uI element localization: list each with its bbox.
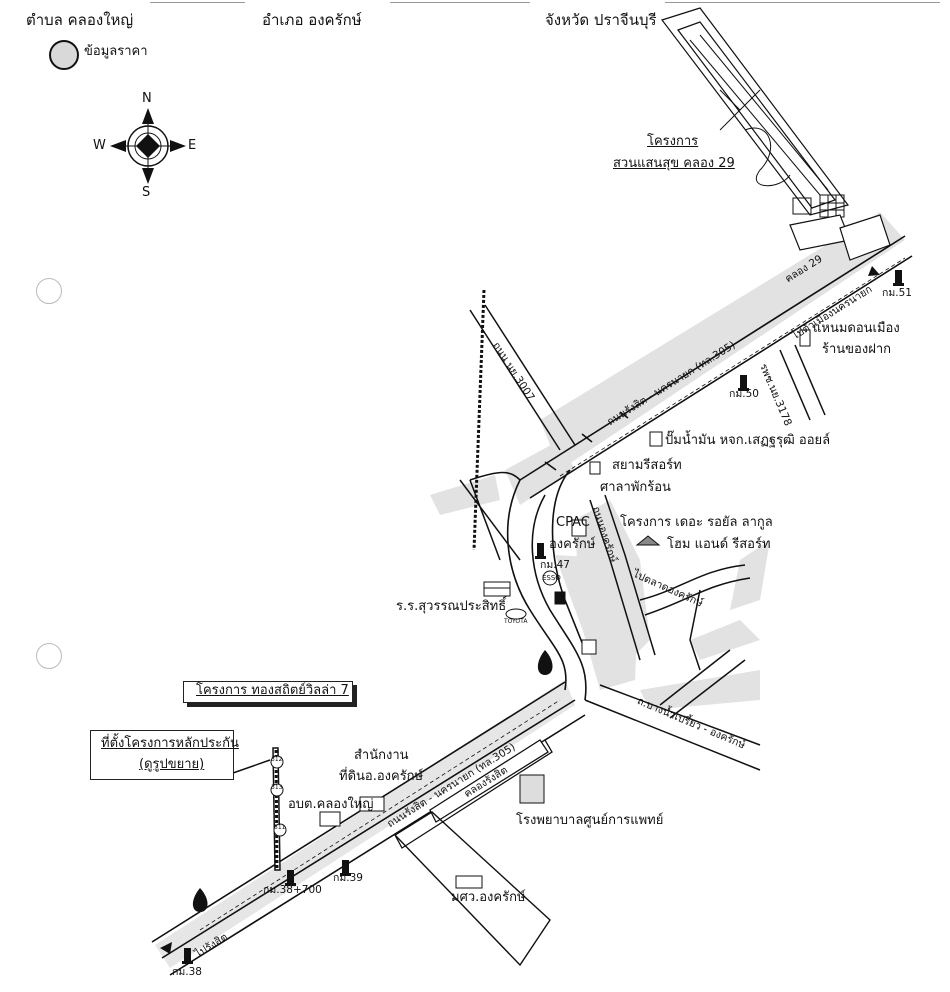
label-swu: มศว.องครักษ์ [451,890,526,905]
label-collateral-line1: ที่ตั้งโครงการหลักประกัน [101,736,239,751]
road-305-upper [519,235,913,499]
label-esso: ESSO [542,574,561,582]
label-hanmadon-line2: ร้านของฝาก [822,342,891,357]
label-cpac: CPAC [556,515,590,530]
route-shields [270,755,287,837]
label-land-office-line1: สำนักงาน [354,748,409,763]
compass-rose-icon [110,108,186,184]
label-collateral-line2: (ดูรูปขยาย) [139,757,205,772]
collateral-box: ที่ตั้งโครงการหลักประกัน (ดูรูปขยาย) [90,730,239,780]
label-obt: อบต.คลองใหญ่ [288,797,374,812]
header-rule-2 [390,2,530,3]
label-km38-700: กม.38+700 [263,884,322,896]
km-markers [182,270,904,964]
building-icons [319,329,811,889]
label-km50: กม.50 [729,388,759,400]
punch-hole-top [36,278,62,304]
label-shield-312: 312 [271,756,283,763]
label-ongkharak-town: องครักษ์ [549,537,596,552]
compass-e: E [188,138,197,153]
highway-band [155,680,575,968]
label-land-office-line2: ที่ดินอ.องครักษ์ [339,769,424,784]
label-km47: กม.47 [540,559,570,571]
label-sala: ศาลาพักร้อน [600,480,671,495]
compass-n: N [142,91,152,106]
compass-s: S [142,185,151,200]
project-suan-plan [661,7,891,261]
label-royal-lagoon-line2: โฮม แอนด์ รีสอร์ท [667,537,771,552]
label-km38: กม.38 [172,966,202,978]
label-project-suan-line2: สวนแสนสุข คลอง 29 [613,156,735,171]
road-bangnamprieo [584,649,761,771]
ptt-flame-icons [192,650,553,912]
header-province: จังหวัด ปราจีนบุรี [545,11,657,29]
label-hospital: โรงพยาบาลศูนย์การแพทย์ [516,813,664,828]
header-tambon: ตำบล คลองใหญ่ [26,11,134,29]
label-school: ร.ร.สุวรรณประสิทธิ์ [396,599,507,614]
label-shield-313: 313 [271,784,283,791]
punch-hole-bottom [36,643,62,669]
road-ryc3178 [779,344,826,421]
legend-swatch [49,40,79,70]
canal-areas [430,212,905,710]
label-gas-station: ปั๊มน้ำมัน หจก.เสฏฐรุฒิ ออยล์ [665,433,831,448]
swu-campus [393,811,551,967]
label-shield-311: 311 [274,824,286,831]
header-amphoe: อำเภอ องครักษ์ [262,11,362,29]
header-rule-3 [665,2,940,3]
label-project-tongsathit: โครงการ ทองสถิตย์วิลล่า 7 [196,683,349,698]
project-tongsathit-box: โครงการ ทองสถิตย์วิลล่า 7 [183,681,353,703]
header-rule-1 [150,2,245,3]
direction-arrows [160,266,880,954]
legend-label: ข้อมูลราคา [84,44,148,59]
khlong-rangsit [394,739,553,849]
label-toyota: TOYOTA [504,618,528,625]
label-project-suan-line1: โครงการ [647,134,699,149]
compass-w: W [93,138,106,153]
road-ny3007 [459,304,576,561]
road-ongkharak [589,494,751,671]
label-km51: กม.51 [882,287,912,299]
label-km39: กม.39 [333,872,363,884]
railway [472,289,486,551]
label-royal-lagoon-line1: โครงการ เดอะ รอยัล ลากูล [620,515,773,530]
label-siam-resort: สยามรีสอร์ท [612,458,682,473]
label-hanmadon-line1: แหนมดอนเมือง [813,321,900,336]
